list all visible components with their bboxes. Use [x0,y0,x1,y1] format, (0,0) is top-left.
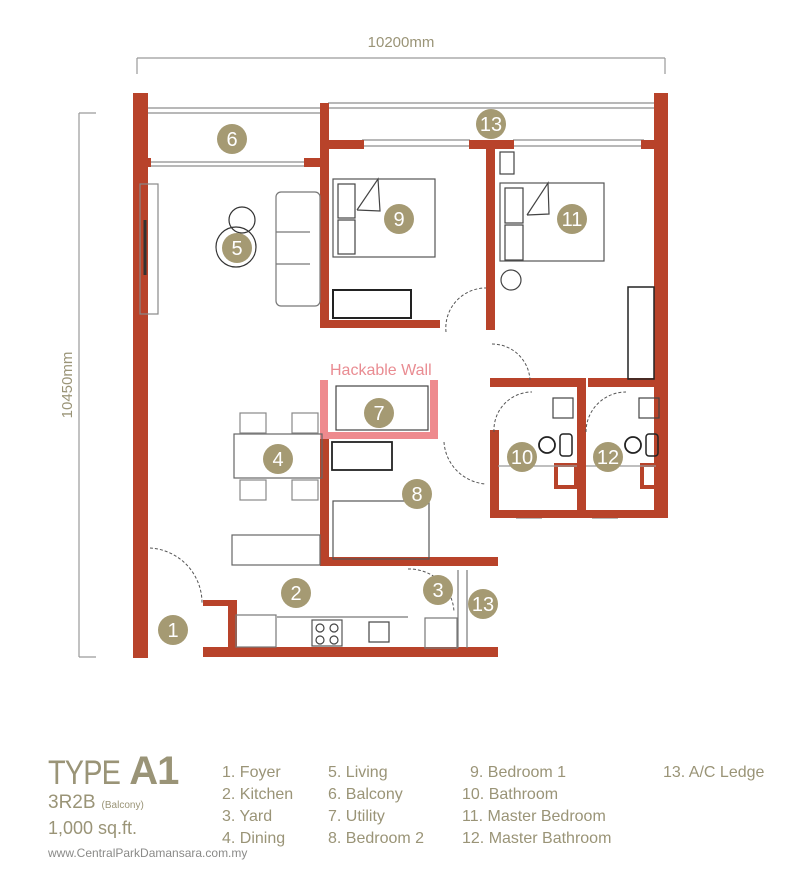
windows [148,102,654,519]
svg-text:3: 3 [432,580,443,602]
svg-text:13: 13 [472,594,494,616]
svg-text:11: 11 [562,209,583,231]
legend-item: 6. Balcony [328,786,403,803]
badge-kitchen: 2 [281,578,311,608]
legend-item: 10. Bathroom [462,786,559,803]
furniture [139,151,660,649]
type-code: A1 [129,749,179,793]
height-dimension [78,112,96,658]
floor-plan: 10200mm 10450mm [59,34,668,658]
legend-item: 1. Foyer [222,764,281,781]
legend-item: 11. Master Bedroom [462,808,606,825]
svg-text:4: 4 [272,449,283,471]
legend-item: 4. Dining [222,830,286,847]
unit-area: 1,000 sq.ft. [48,818,138,838]
svg-text:12: 12 [597,447,619,469]
legend-item: 9. Bedroom 1 [470,764,567,781]
badge-yard: 3 [423,575,453,605]
legend-item: 3. Yard [222,808,273,825]
width-dimension [136,57,666,74]
legend-item: 13. A/C Ledge [663,764,765,781]
badge-balcony: 6 [217,124,247,154]
badge-bathroom: 10 [507,442,537,472]
layout-code: 3R2B [48,792,96,813]
room-badges: 1 2 3 4 5 6 7 8 9 10 11 12 13 13 [158,109,623,645]
legend-item: 7. Utility [328,808,385,825]
legend-item: 12. Master Bathroom [462,830,612,847]
legend-column-3: 9. Bedroom 1 10. Bathroom 11. Master Bed… [462,762,611,850]
hackable-wall [320,380,438,439]
badge-ac-ledge-top: 13 [476,109,506,139]
svg-text:10: 10 [511,447,533,469]
unit-layout: 3R2B (Balcony) [48,792,178,817]
svg-text:7: 7 [373,403,384,425]
legend-column-1: 1. Foyer 2. Kitchen 3. Yard 4. Dining [222,762,293,850]
badge-living: 5 [222,233,252,263]
badge-bedroom-2: 8 [402,479,432,509]
badge-ac-ledge-bottom: 13 [468,589,498,619]
legend-column-2: 5. Living 6. Balcony 7. Utility 8. Bedro… [328,762,424,850]
layout-note: (Balcony) [101,800,144,811]
type-word: TYPE [48,754,121,792]
legend-item: 5. Living [328,764,388,781]
badge-utility: 7 [364,398,394,428]
badge-bedroom-1: 9 [384,204,414,234]
badge-master-bathroom: 12 [593,442,623,472]
badge-master-bedroom: 11 [557,204,587,234]
svg-text:5: 5 [231,238,242,260]
legend-item: 2. Kitchen [222,786,294,803]
width-dimension-label: 10200mm [368,34,435,51]
unit-type-title: TYPE A1 [48,751,179,792]
height-dimension-label: 10450mm [59,352,76,419]
website-link[interactable]: www.CentralParkDamansara.com.my [48,846,248,860]
legend: TYPE A1 3R2B (Balcony) 1,000 sq.ft. www.C… [0,740,800,883]
svg-text:1: 1 [167,620,178,642]
walls [133,93,668,658]
hackable-wall-label: Hackable Wall [330,362,432,379]
badge-foyer: 1 [158,615,188,645]
door-swings [149,287,627,613]
badge-dining: 4 [263,444,293,474]
svg-text:8: 8 [411,484,422,506]
unit-type-block: TYPE A1 3R2B (Balcony) 1,000 sq.ft. [48,751,179,839]
svg-text:9: 9 [393,209,404,231]
svg-text:13: 13 [480,114,502,136]
svg-text:2: 2 [290,583,301,605]
legend-item: 8. Bedroom 2 [328,830,425,847]
legend-column-4: 13. A/C Ledge [663,762,764,784]
svg-text:6: 6 [226,129,237,151]
